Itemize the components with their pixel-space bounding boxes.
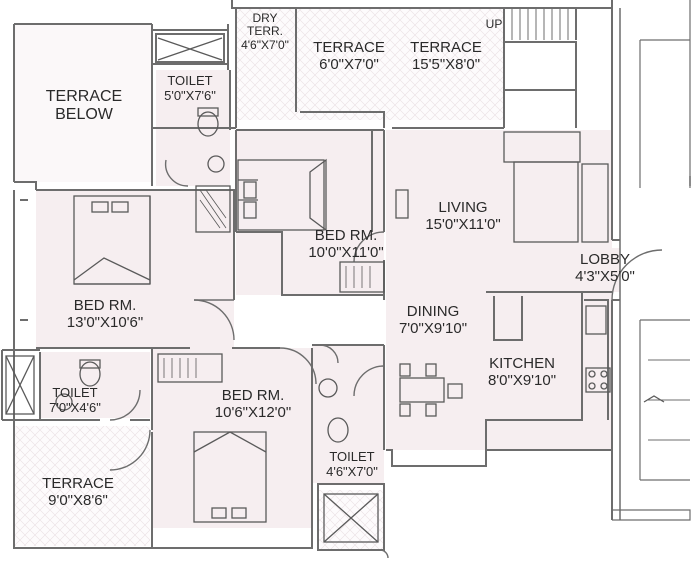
terrace-top-1-label: TERRACE 6'0"X7'0" [313, 39, 385, 74]
dry-terrace-dims: 4'6"X7'0" [241, 37, 289, 52]
kitchen-name: KITCHEN [489, 355, 555, 372]
toilet-left-label: TOILET 7'0"X4'6" [49, 385, 101, 415]
terrace-bottom-label: TERRACE 9'0"X8'6" [42, 475, 114, 510]
dry-terrace-area [236, 8, 296, 120]
living-label: LIVING 15'0"X11'0" [425, 199, 501, 234]
kitchen-stove [585, 367, 611, 393]
bed-left-area [36, 190, 234, 348]
doors [109, 159, 663, 559]
kitchen-dims: 8'0"X9'10" [487, 371, 557, 389]
bed-left-label: BED RM. 13'0"X10'6" [66, 297, 144, 332]
kitchen-sink [585, 305, 607, 335]
toilet-bottom-name: TOILET [329, 449, 375, 464]
terrace-below-area [14, 24, 152, 182]
living-dims: 15'0"X11'0" [425, 215, 501, 233]
dry-terrace-name: DRY TERR. [247, 11, 283, 39]
bed-center-dims: 10'0"X11'0" [308, 243, 384, 261]
toilet-left-name: TOILET [52, 385, 98, 400]
furniture [5, 37, 691, 543]
terrace-top-2-label: TERRACE 15'5"X8'0" [410, 39, 482, 74]
dining-name: DINING [406, 303, 460, 320]
living-name: LIVING [438, 199, 488, 216]
lobby-area [560, 248, 620, 292]
toilet-bottom-label: TOILET 4'6"X7'0" [326, 449, 378, 479]
bed-center-label: BED RM. 10'0"X11'0" [308, 227, 384, 262]
toilet-left-dims: 7'0"X4'6" [49, 399, 101, 415]
terrace-bottom-dims: 9'0"X8'6" [48, 491, 108, 509]
toilet-bottom-dims: 4'6"X7'0" [326, 463, 378, 479]
bed-left-dims: 13'0"X10'6" [66, 313, 144, 331]
terrace-below-label: TERRACE BELOW [45, 88, 123, 123]
dry-terrace-label: DRY TERR. 4'6"X7'0" [241, 11, 289, 52]
bed-center [237, 159, 325, 231]
terrace-bottom-name: TERRACE [42, 475, 114, 492]
terrace-top-2-dims: 15'5"X8'0" [411, 55, 481, 73]
terrace-bottom-right-area [318, 490, 384, 550]
bed-bottom-name: BED RM. [221, 387, 285, 404]
lobby-name: LOBBY [579, 251, 631, 268]
toilet-top-dims: 5'0"X7'6" [164, 87, 216, 103]
bed-left-name: BED RM. [73, 297, 137, 314]
terrace-top-1-dims: 6'0"X7'0" [319, 55, 379, 73]
toilet-top-label: TOILET 5'0"X7'6" [164, 73, 216, 103]
terrace-top-2-name: TERRACE [410, 39, 482, 56]
top-terrace-area [296, 8, 504, 120]
terrace-top-1-name: TERRACE [313, 39, 385, 56]
lobby-label: LOBBY 4'3"X5'0" [575, 251, 635, 286]
lobby-dims: 4'3"X5'0" [575, 267, 635, 285]
dining-table [399, 377, 445, 403]
bed-bottom-label: BED RM. 10'6"X12'0" [214, 387, 292, 422]
bed-bottom-dims: 10'6"X12'0" [214, 403, 292, 421]
stair-up-label: UP [485, 17, 503, 31]
dining-dims: 7'0"X9'10" [398, 319, 468, 337]
bed-bottom-area [152, 348, 312, 528]
walls [1, 0, 691, 551]
dining-label: DINING 7'0"X9'10" [398, 303, 468, 338]
terrace-bottom-area [14, 426, 150, 546]
kitchen-label: KITCHEN 8'0"X9'10" [487, 355, 557, 390]
toilet-top-name: TOILET [167, 73, 213, 88]
bed-center-name: BED RM. [314, 227, 378, 244]
